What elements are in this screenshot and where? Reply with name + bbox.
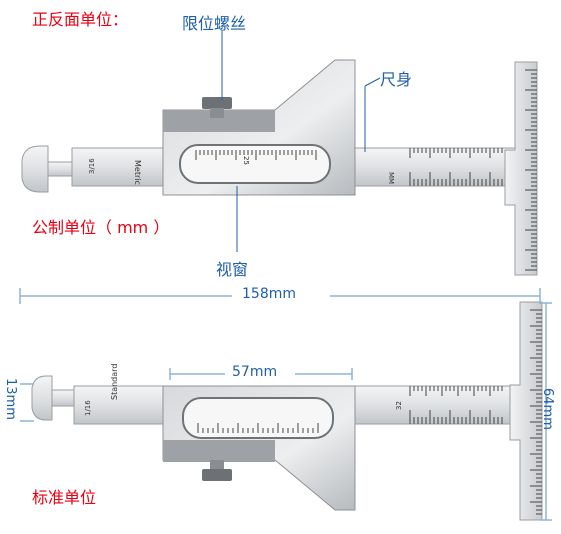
top-gauge: [21, 59, 538, 276]
slider-width-dimension: 57mm: [232, 364, 278, 380]
metric-units-label: 公制单位（ mm ）: [32, 218, 170, 237]
ruler-body-leader: [364, 77, 381, 87]
window-label: 视窗: [216, 260, 249, 279]
head-height-dimension: 64mm: [540, 388, 555, 430]
top-window-number: 25: [242, 156, 250, 165]
total-length-dimension: 158mm: [242, 286, 296, 302]
metric-engraving: Metric: [133, 160, 142, 185]
standard-units-label: 标准单位: [32, 488, 97, 507]
bottom-blade-number: 32: [395, 401, 403, 410]
ruler-body-label: 尺身: [380, 70, 413, 89]
blade-height-dimension: 13mm: [3, 378, 18, 420]
fraction-top-engraving: 3/16: [88, 158, 96, 174]
standard-engraving: Standard: [110, 363, 119, 400]
fraction-bottom-engraving: 1/16: [84, 400, 92, 416]
mm-engraving: MM: [387, 172, 395, 185]
limit-screw-label: 限位螺丝: [182, 14, 247, 33]
bottom-gauge: [31, 301, 543, 521]
front-back-units-label: 正反面单位：: [32, 10, 129, 29]
